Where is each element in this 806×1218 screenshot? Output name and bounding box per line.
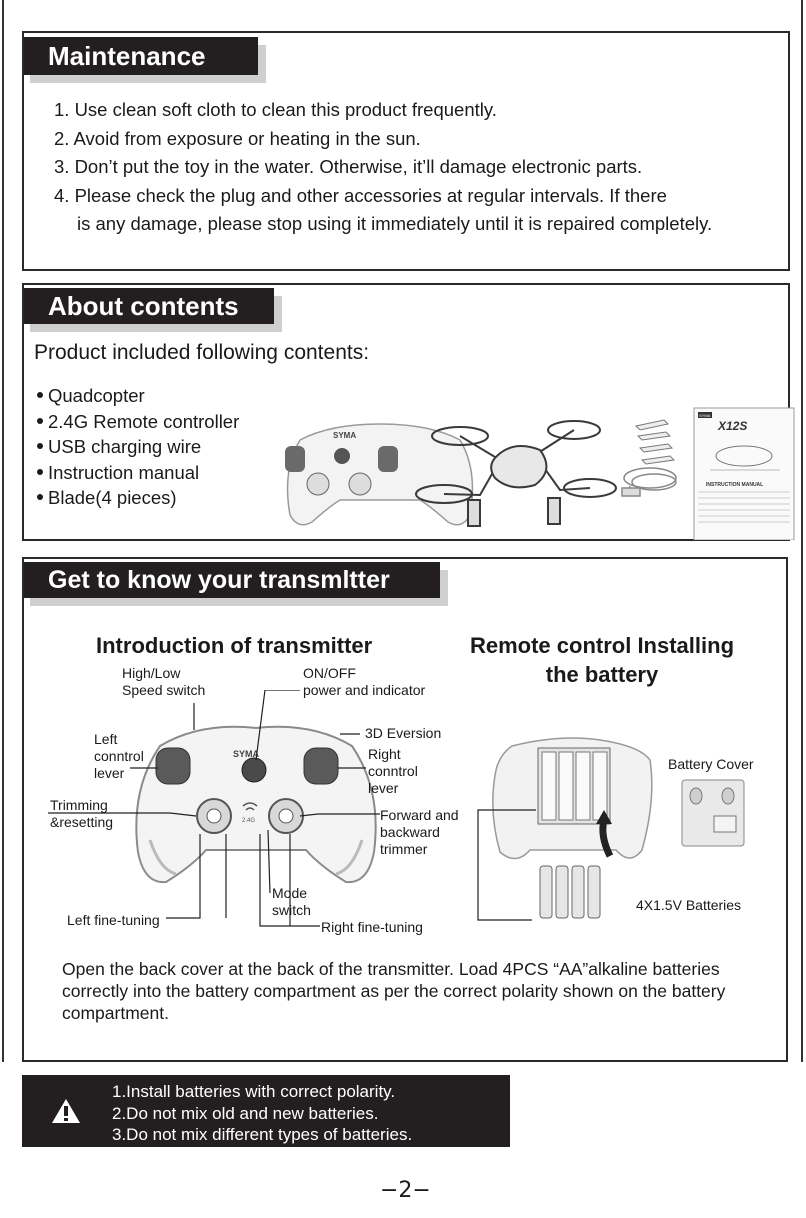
bullet-icon (37, 417, 43, 424)
label-right-fine-tuning: Right fine-tuning (321, 919, 423, 935)
maintenance-item-continued: is any damage, please stop using it imme… (77, 213, 713, 234)
label-battery-cover: Battery Cover (668, 756, 754, 772)
maintenance-item: 1. Use clean soft cloth to clean this pr… (54, 99, 497, 120)
svg-text:SYMA: SYMA (233, 749, 260, 759)
maintenance-item: 4. Please check the plug and other acces… (54, 184, 667, 206)
label-batteries: 4X1.5V Batteries (636, 897, 742, 913)
usb-wire-illustration (621, 467, 677, 497)
intro-transmitter-title: Introduction of transmitter (96, 633, 373, 658)
warning-list: 1.Install batteries with correct polarit… (112, 1081, 412, 1146)
manual-illustration: SYMA X12S INSTRUCTION MANUAL (693, 407, 795, 540)
label-left-fine-tuning: Left fine-tuning (67, 912, 160, 928)
transmitter-title: Get to know your transmltter (24, 562, 440, 598)
warning-box: 1.Install batteries with correct polarit… (22, 1075, 510, 1147)
warning-item: 1.Install batteries with correct polarit… (112, 1082, 396, 1101)
svg-text:INSTRUCTION MANUAL: INSTRUCTION MANUAL (706, 482, 763, 488)
contents-item: Quadcopter (37, 383, 239, 409)
contents-item: USB charging wire (37, 434, 239, 460)
contents-illustration: SYMA SYMA X12S INSTRUCTION MANUAL (285, 407, 795, 540)
contents-item: Instruction manual (37, 460, 239, 486)
about-title: About contents (24, 288, 274, 324)
label-trimming: Trimming&resetting (50, 797, 114, 830)
contents-item: Blade(4 pieces) (37, 485, 239, 511)
maintenance-title: Maintenance (24, 37, 258, 75)
page-edge-right (801, 0, 803, 1062)
maintenance-item: 2. Avoid from exposure or heating in the… (54, 127, 421, 149)
bullet-icon (37, 392, 43, 399)
warning-item: 2.Do not mix old and new batteries. (112, 1103, 379, 1123)
svg-text:2.4G: 2.4G (242, 818, 255, 824)
transmitter-diagram: SYMA 2.4G (48, 690, 380, 927)
svg-text:X12S: X12S (717, 419, 747, 433)
bullet-icon (37, 468, 43, 475)
bullet-icon (37, 494, 43, 501)
battery-cover-illustration (681, 779, 745, 847)
battery-diagram (477, 737, 745, 921)
warning-icon (52, 1099, 80, 1123)
controller-brand: SYMA (333, 431, 356, 440)
about-intro: Product included following contents: (34, 341, 370, 364)
page-number: −2− (380, 1178, 431, 1203)
battery-title-line1: Remote control Installing (469, 633, 735, 658)
blades-illustration (634, 419, 676, 465)
page-edge-left (2, 0, 4, 1062)
battery-title-line2: the battery (545, 662, 659, 687)
svg-text:SYMA: SYMA (699, 413, 711, 418)
wifi-icon (242, 802, 258, 811)
contents-item: 2.4G Remote controller (37, 409, 239, 435)
battery-instructions: Open the back cover at the back of the t… (62, 959, 726, 1023)
maintenance-list: 1. Use clean soft cloth to clean this pr… (54, 96, 712, 239)
bullet-icon (37, 443, 43, 450)
quadcopter-illustration (415, 420, 617, 527)
label-3d-eversion: 3D Eversion (365, 725, 442, 741)
maintenance-item: 3. Don’t put the toy in the water. Other… (54, 156, 643, 177)
controller-illustration: SYMA (285, 423, 474, 526)
contents-list: Quadcopter 2.4G Remote controller USB ch… (37, 383, 239, 511)
warning-item: 3.Do not mix different types of batterie… (112, 1125, 413, 1144)
